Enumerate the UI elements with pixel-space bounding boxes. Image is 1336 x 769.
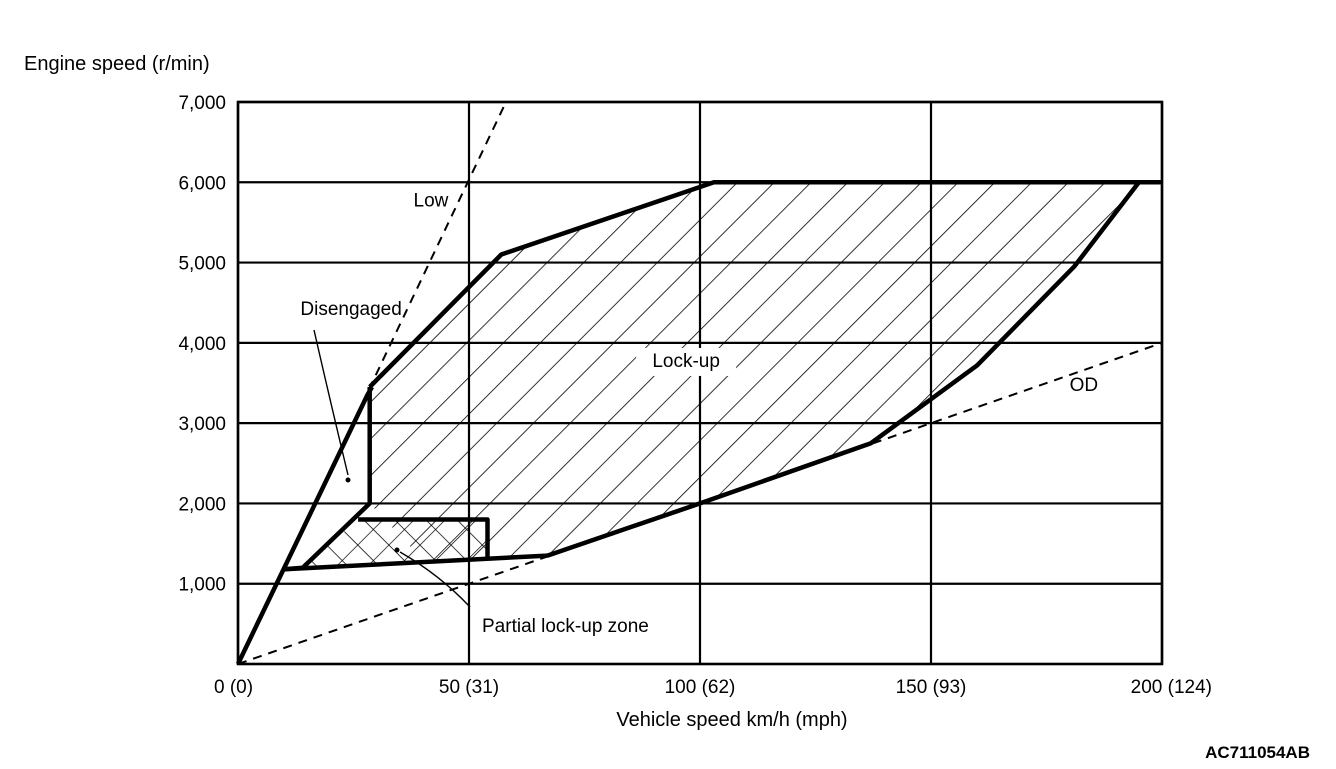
line-od	[237, 341, 1163, 665]
partial-point	[394, 547, 400, 553]
label-partial-lock-up-zone: Partial lock-up zone	[482, 616, 649, 637]
disengaged-point	[345, 477, 351, 483]
lock-up-upper-boundary	[368, 180, 1162, 389]
x-tick-label: 150 (93)	[896, 677, 967, 698]
label-disengaged: Disengaged	[300, 299, 401, 320]
label-od: OD	[1070, 375, 1099, 396]
partial-lock-up-boundary	[358, 517, 490, 560]
y-tick-label: 4,000	[178, 334, 226, 355]
y-tick-label: 5,000	[178, 254, 226, 275]
disengaged-leader	[313, 329, 349, 476]
lock-up-region	[369, 182, 1162, 560]
x-tick-label: 100 (62)	[665, 677, 736, 698]
tick-labels: 1,000 2,000 3,000 4,000 5,000 6,000 7,000 0 (0)…	[178, 93, 1212, 698]
y-tick-label: 6,000	[178, 173, 226, 194]
y-tick-label: 3,000	[178, 414, 226, 435]
y-tick-label: 7,000	[178, 93, 226, 114]
plot-frame	[236, 100, 1164, 666]
label-lock-up: Lock-up	[652, 351, 720, 372]
partial-lock-up-region	[284, 519, 488, 570]
partial-leader	[399, 551, 471, 608]
lock-up-label-bg	[636, 347, 737, 376]
lock-up-right-boundary	[546, 180, 1141, 558]
x-axis-title: Vehicle speed km/h (mph)	[616, 709, 847, 731]
y-tick-label: 2,000	[178, 494, 226, 515]
label-low: Low	[414, 190, 449, 211]
figure-code: AC711054AB	[1205, 743, 1310, 762]
x-tick-label: 0 (0)	[214, 677, 253, 698]
regions	[284, 182, 1162, 570]
y-axis-title: Engine speed (r/min)	[24, 53, 210, 75]
x-tick-label: 50 (31)	[439, 677, 499, 698]
y-tick-label: 1,000	[178, 575, 226, 596]
x-tick-label: 200 (124)	[1131, 677, 1212, 698]
